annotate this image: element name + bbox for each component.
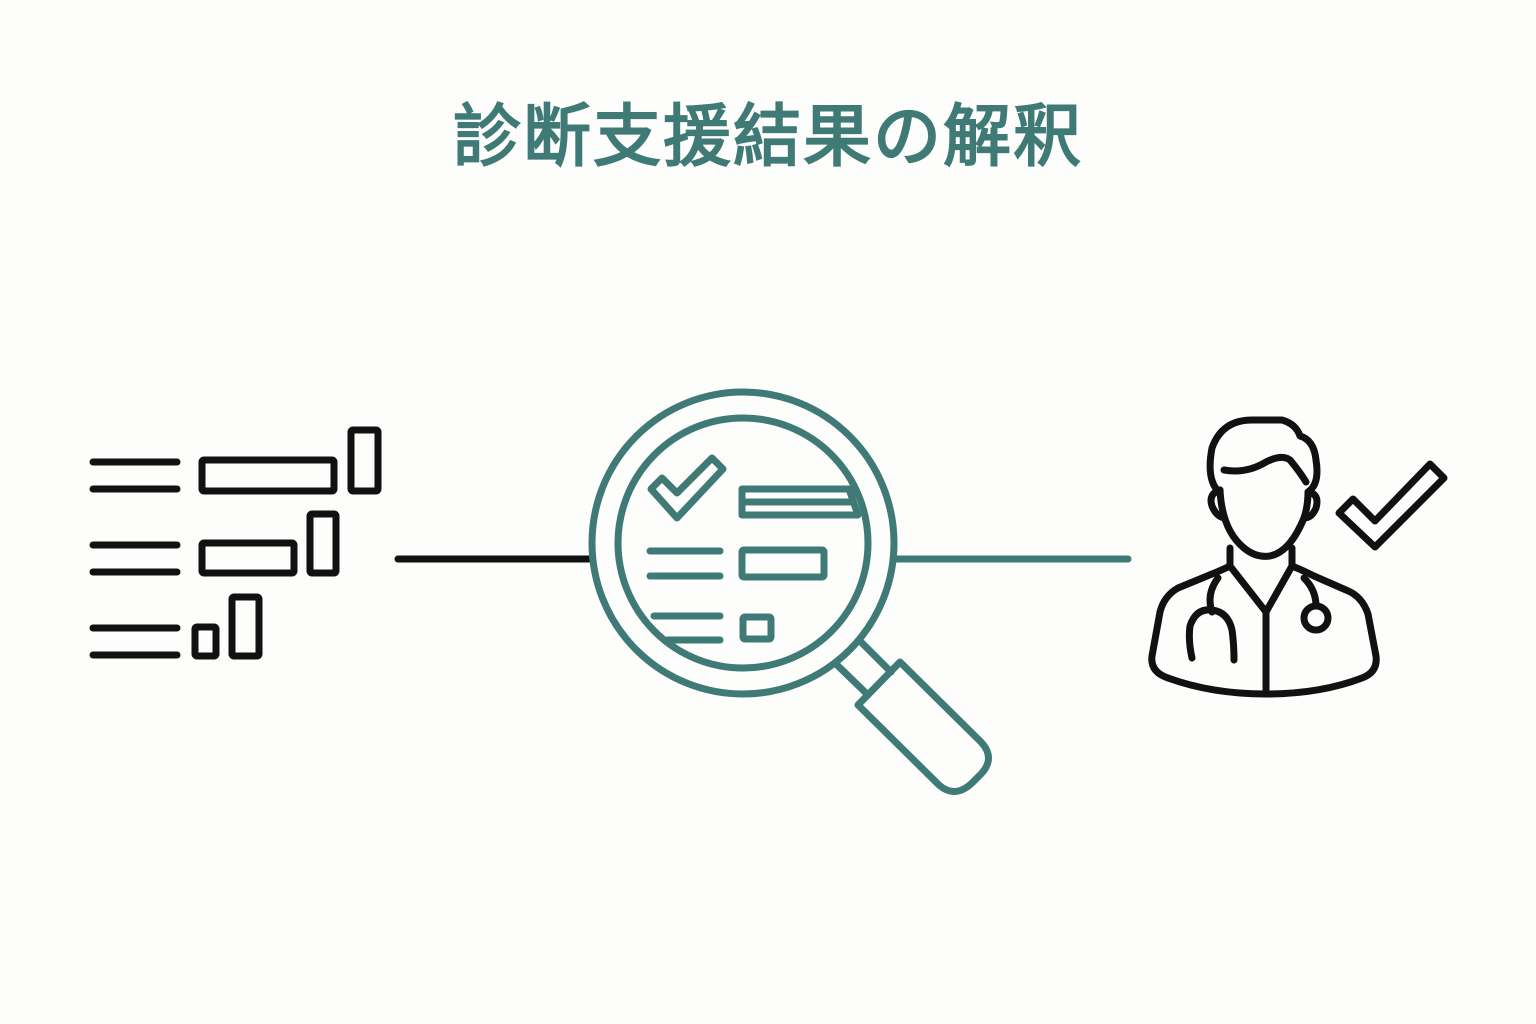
magnifier-review-icon <box>588 388 992 795</box>
doctor-check-icon <box>1148 416 1448 698</box>
results-list-bar-icon <box>89 426 382 660</box>
page-title: 診断支援結果の解釈 <box>452 98 1083 177</box>
